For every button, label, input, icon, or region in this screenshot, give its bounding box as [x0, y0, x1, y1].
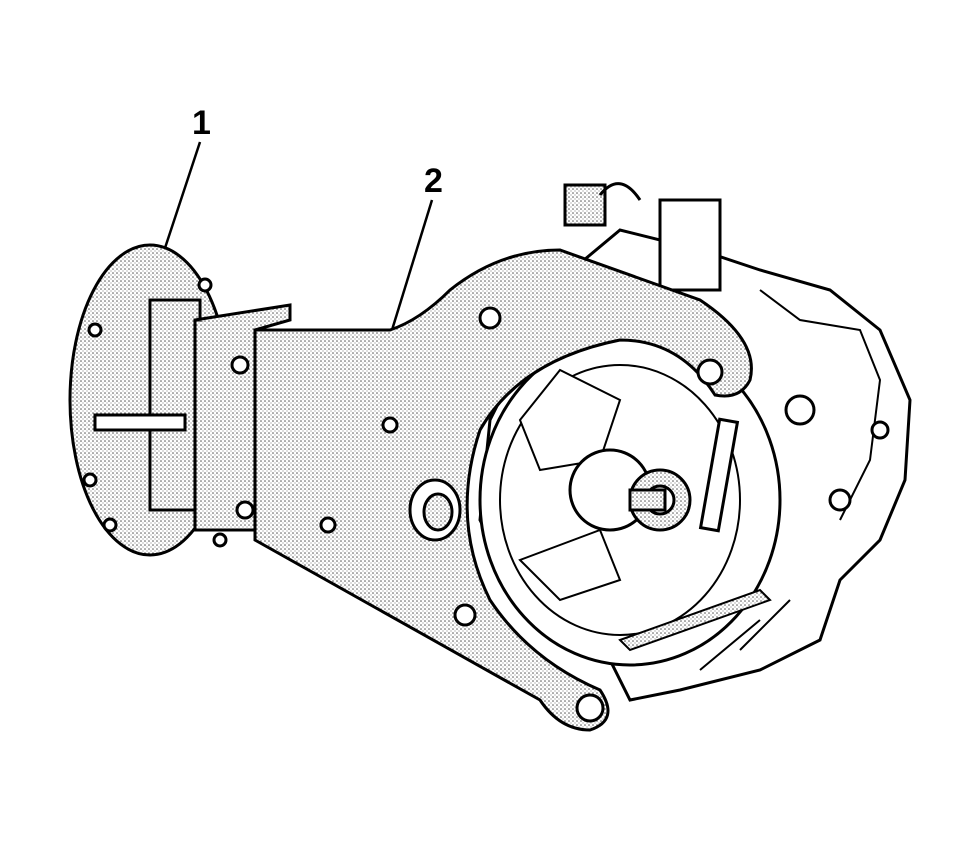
callout-1-leader	[163, 141, 202, 249]
fixture-plate	[68, 243, 292, 557]
holding-bracket	[253, 248, 753, 732]
callout-1-label: 1	[192, 104, 211, 142]
callout-2-leader	[390, 199, 434, 331]
bell-housing	[478, 333, 782, 667]
callout-2-label: 2	[424, 162, 443, 200]
